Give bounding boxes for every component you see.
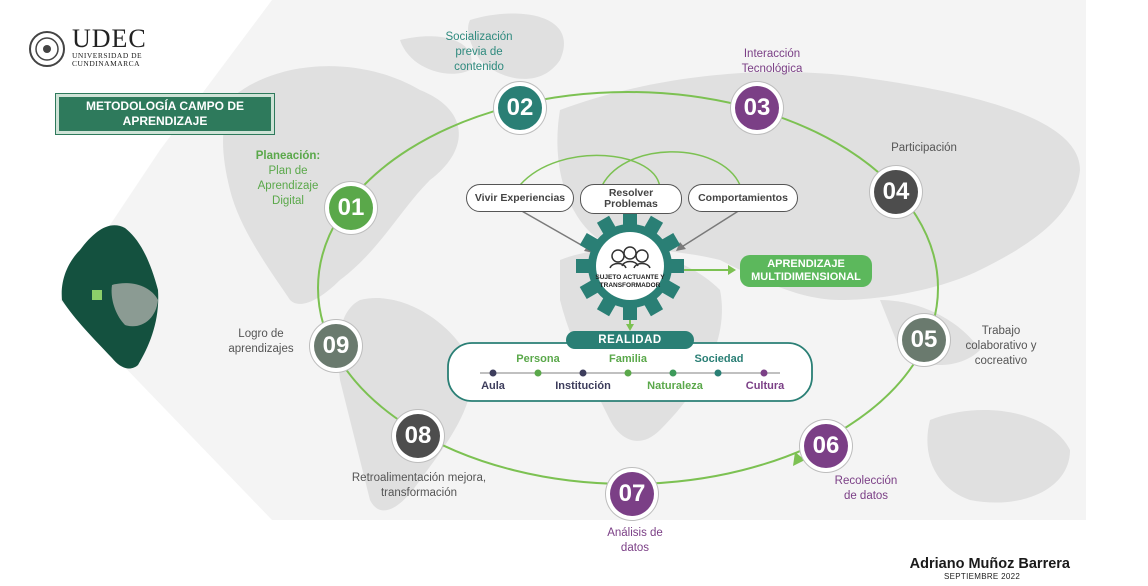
udec-logo: UDEC UNIVERSIDAD DE CUNDINAMARCA <box>72 26 147 68</box>
logo-name: UDEC <box>72 24 147 53</box>
realidad-naturaleza: Naturaleza <box>647 380 703 392</box>
realidad-institucion: Institución <box>555 380 611 392</box>
page-title: METODOLOGÍA CAMPO DE APRENDIZAJE <box>56 94 274 134</box>
step-08-number: 08 <box>404 422 432 449</box>
step-02-label: Socialización previa de contenido <box>445 31 513 73</box>
step-08-node: 08 <box>396 414 440 458</box>
step-03-number: 03 <box>743 94 771 121</box>
output-aprendizaje-multidimensional: APRENDIZAJE MULTIDIMENSIONAL <box>740 255 872 287</box>
realidad-sociedad: Sociedad <box>694 353 744 365</box>
colombia-map-shape <box>61 225 159 369</box>
step-07-node: 07 <box>610 472 654 516</box>
step-05-node: 05 <box>902 318 946 362</box>
input-comportamientos: Comportamientos <box>688 184 798 212</box>
step-03-node: 03 <box>735 86 779 130</box>
realidad-aula: Aula <box>481 380 505 392</box>
step-09-number: 09 <box>322 332 350 359</box>
step-07-label: Análisis de datos <box>607 527 663 554</box>
step-09-label: Logro de aprendizajes <box>228 328 294 355</box>
realidad-cultura: Cultura <box>745 380 785 392</box>
author-date: SEPTIEMBRE 2022 <box>944 572 1021 581</box>
step-01-label: Planeación: Plan de Aprendizaje Digital <box>246 149 330 209</box>
step-08-label: Retroalimentación mejora, transformación <box>351 472 487 499</box>
step-02-node: 02 <box>498 86 542 130</box>
gear-label: SUJETO ACTUANTE Y TRANSFORMADOR <box>595 274 665 289</box>
step-05-label: Trabajo colaborativo y cocreativo <box>965 325 1037 367</box>
step-04-node: 04 <box>874 170 918 214</box>
step-06-number: 06 <box>812 432 840 459</box>
step-02-number: 02 <box>506 94 534 121</box>
step-06-label: Recolección de datos <box>834 475 898 502</box>
input-resolver-problemas: Resolver Problemas <box>580 184 682 214</box>
input-vivir-experiencias: Vivir Experiencias <box>466 184 574 212</box>
step-06-node: 06 <box>804 424 848 468</box>
step-01-number: 01 <box>337 194 365 221</box>
cundinamarca-highlight <box>92 290 102 300</box>
realidad-persona: Persona <box>516 353 560 365</box>
realidad-familia: Familia <box>609 353 647 365</box>
step-09-node: 09 <box>314 324 358 368</box>
logo-subtitle-2: CUNDINAMARCA <box>72 59 141 68</box>
realidad-title: REALIDAD <box>566 331 694 349</box>
step-01-label-sub: Plan de Aprendizaje Digital <box>257 165 319 207</box>
step-03-label: Interacción Tecnológica <box>741 48 803 75</box>
page-title-text: METODOLOGÍA CAMPO DE APRENDIZAJE <box>85 99 244 128</box>
step-07-number: 07 <box>618 480 646 507</box>
step-01-node: 01 <box>329 186 373 230</box>
udec-seal-icon <box>29 31 65 67</box>
logo-subtitle-1: UNIVERSIDAD DE <box>72 51 143 60</box>
step-04-number: 04 <box>882 178 910 205</box>
author-name: Adriano Muñoz Barrera <box>909 556 1070 572</box>
step-04-label: Participación <box>891 142 957 154</box>
step-01-label-title: Planeación: <box>255 150 321 162</box>
step-05-number: 05 <box>910 326 938 353</box>
